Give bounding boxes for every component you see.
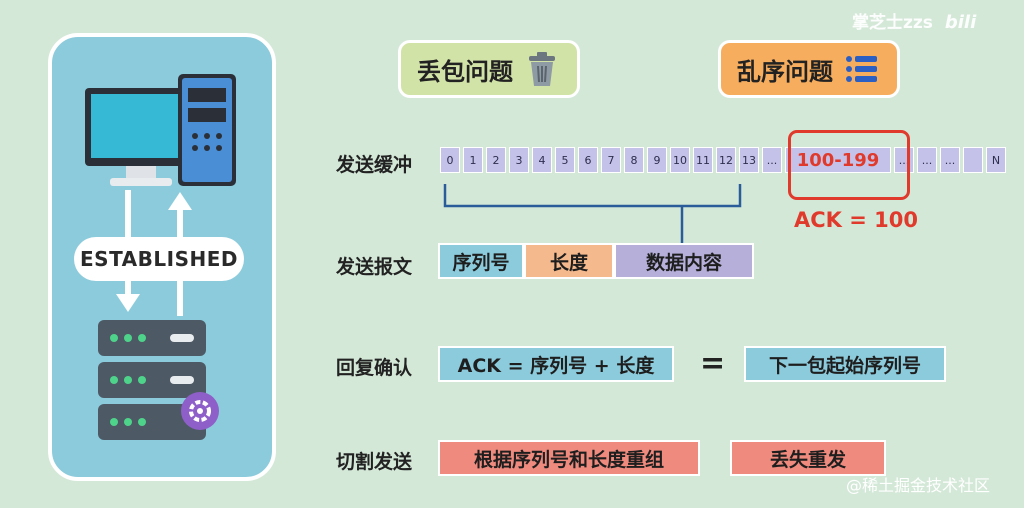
buffer-end-cell: N <box>986 147 1006 173</box>
buffer-cell: ... <box>940 147 960 173</box>
trash-can-icon <box>529 52 555 86</box>
reassemble-box: 根据序列号和长度重组 <box>438 440 700 476</box>
row-label-buffer: 发送缓冲 <box>336 154 413 176</box>
message-fields: 序列号 长度 数据内容 <box>438 243 754 279</box>
buffer-cell: 9 <box>647 147 667 173</box>
row-label-confirm: 回复确认 <box>336 357 413 379</box>
highlight-frame <box>788 130 910 200</box>
buffer-range-cell: 100-199 <box>785 147 891 173</box>
buffer-cell: 2 <box>486 147 506 173</box>
buffer-cell: 5 <box>555 147 575 173</box>
buffer-cell: 11 <box>693 147 713 173</box>
bilibili-logo: bili <box>944 12 977 33</box>
buffer-cell: 8 <box>624 147 644 173</box>
buffer-cell: 1 <box>463 147 483 173</box>
monitor-icon <box>85 88 197 186</box>
packet-loss-header: 丢包问题 <box>398 40 580 98</box>
buffer-cell: 6 <box>578 147 598 173</box>
row-label-message: 发送报文 <box>336 256 413 278</box>
ack-formula: ACK = 序列号 + 长度 <box>438 346 674 382</box>
established-badge: ESTABLISHED <box>74 237 244 281</box>
row-label-split: 切割发送 <box>336 451 413 473</box>
buffer-cell: ... <box>917 147 937 173</box>
send-buffer: 0 1 2 3 4 5 6 7 8 9 10 11 12 13 ... 100-… <box>440 147 1006 173</box>
field-data: 数据内容 <box>614 243 754 279</box>
buffer-cell: 10 <box>670 147 690 173</box>
buffer-cell <box>963 147 983 173</box>
buffer-cell: ... <box>762 147 782 173</box>
buffer-cell: 7 <box>601 147 621 173</box>
out-of-order-title: 乱序问题 <box>737 57 833 86</box>
server-illustration <box>98 320 219 440</box>
out-of-order-header: 乱序问题 <box>718 40 900 98</box>
ack-label: ACK = 100 <box>794 208 918 232</box>
server-icon <box>98 320 206 440</box>
gear-icon <box>181 392 219 430</box>
buffer-cell: 13 <box>739 147 759 173</box>
footer-credit: @稀土掘金技术社区 <box>846 476 991 495</box>
resend-box: 丢失重发 <box>730 440 886 476</box>
buffer-cell: 4 <box>532 147 552 173</box>
buffer-cell: 0 <box>440 147 460 173</box>
next-seq-box: 下一包起始序列号 <box>744 346 946 382</box>
computer-tower-icon <box>178 74 236 186</box>
client-illustration <box>85 74 236 186</box>
list-icon <box>846 56 877 82</box>
field-length: 长度 <box>524 243 614 279</box>
equals-sign: = <box>700 346 726 381</box>
buffer-cell: 3 <box>509 147 529 173</box>
watermark: 掌芝士zzs bili <box>852 8 976 33</box>
packet-loss-title: 丢包问题 <box>417 57 513 86</box>
buffer-cell: 12 <box>716 147 736 173</box>
watermark-text: 掌芝士zzs <box>852 13 933 33</box>
field-seq: 序列号 <box>438 243 524 279</box>
bracket-connector <box>443 184 742 246</box>
